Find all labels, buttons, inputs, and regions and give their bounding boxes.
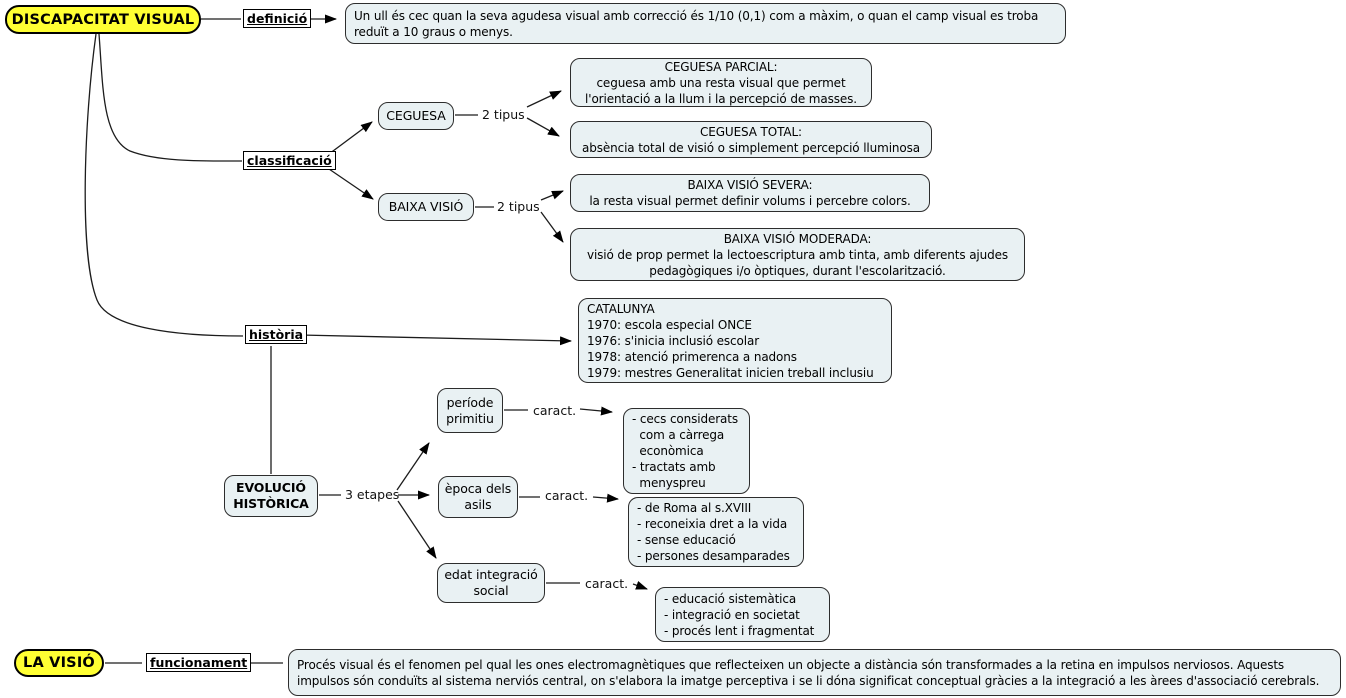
link-label-classificacio[interactable]: classificació xyxy=(243,151,336,170)
box-definicio-text[interactable]: Un ull és cec quan la seva agudesa visua… xyxy=(345,3,1066,44)
connectors xyxy=(84,14,648,664)
concept-node-epoca-asils[interactable]: època dels asils xyxy=(438,476,518,518)
box-caract-epoca-asils[interactable]: - de Roma al s.XVIII - reconeixia dret a… xyxy=(628,497,804,567)
concept-node-ceguesa[interactable]: CEGUESA xyxy=(378,102,454,130)
link-label-ceguesa-2-tipus[interactable]: 2 tipus xyxy=(482,107,525,122)
concept-node-baixa-visio[interactable]: BAIXA VISIÓ xyxy=(378,193,474,221)
box-caract-periode-primitiu[interactable]: - cecs considerats com a càrrega econòmi… xyxy=(623,408,750,494)
box-baixa-visio-moderada[interactable]: BAIXA VISIÓ MODERADA: visió de prop perm… xyxy=(570,228,1025,281)
box-ceguesa-total[interactable]: CEGUESA TOTAL: absència total de visió o… xyxy=(570,121,932,158)
box-caract-edat-integracio[interactable]: - educació sistemàtica - integració en s… xyxy=(655,587,830,642)
box-funcionament-text[interactable]: Procés visual és el fenomen pel qual les… xyxy=(288,649,1341,696)
box-ceguesa-parcial[interactable]: CEGUESA PARCIAL: ceguesa amb una resta v… xyxy=(570,58,872,107)
concept-node-evolucio-historica[interactable]: EVOLUCIÓ HISTÒRICA xyxy=(224,475,318,517)
link-label-caract-3[interactable]: caract. xyxy=(585,576,629,591)
link-label-caract-2[interactable]: caract. xyxy=(545,488,589,503)
concept-node-edat-integracio[interactable]: edat integració social xyxy=(437,563,545,603)
link-label-definicio[interactable]: definició xyxy=(243,9,312,28)
link-label-3-etapes[interactable]: 3 etapes xyxy=(345,487,400,502)
box-catalunya[interactable]: CATALUNYA 1970: escola especial ONCE 197… xyxy=(578,298,892,383)
concept-node-discapacitat-visual[interactable]: DISCAPACITAT VISUAL xyxy=(5,5,201,34)
concept-node-periode-primitiu[interactable]: període primitiu xyxy=(437,388,503,433)
link-label-historia[interactable]: història xyxy=(245,325,308,344)
link-label-baixa-2-tipus[interactable]: 2 tipus xyxy=(497,199,540,214)
link-label-funcionament[interactable]: funcionament xyxy=(146,653,252,672)
link-label-caract-1[interactable]: caract. xyxy=(533,403,577,418)
concept-node-la-visio[interactable]: LA VISIÓ xyxy=(14,649,104,677)
box-baixa-visio-severa[interactable]: BAIXA VISIÓ SEVERA: la resta visual perm… xyxy=(570,174,930,212)
